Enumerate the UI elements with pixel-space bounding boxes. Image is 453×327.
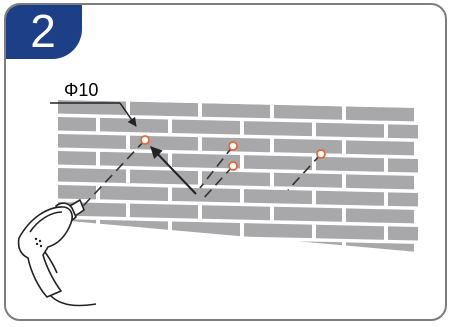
brick (58, 168, 126, 184)
brick (388, 192, 418, 207)
drill-guide-lines (69, 139, 322, 221)
brick (100, 117, 168, 133)
brick (58, 100, 126, 116)
brick (58, 134, 126, 150)
diameter-callout: Φ10 (50, 80, 137, 127)
hole-marker (316, 149, 326, 159)
brick (244, 121, 312, 137)
brick (58, 151, 96, 166)
brick (346, 242, 414, 252)
hole-marker (140, 135, 150, 145)
diameter-label: Φ10 (64, 80, 98, 100)
brick (346, 106, 414, 122)
brick (130, 203, 198, 219)
brick (244, 155, 312, 171)
hole-marker (228, 161, 238, 171)
brick (202, 239, 270, 252)
brick (316, 224, 384, 240)
drill-icon (17, 199, 97, 307)
hole-marker (228, 141, 238, 151)
brick-wall (58, 100, 418, 252)
brick (346, 208, 414, 224)
brick (346, 174, 414, 190)
brick (130, 237, 198, 252)
brick (346, 140, 414, 156)
brick (172, 153, 240, 169)
arrow-icon (150, 146, 197, 195)
brick (274, 138, 342, 154)
step-badge: 2 (6, 5, 82, 59)
brick (58, 185, 96, 200)
brick (130, 135, 198, 151)
brick (100, 219, 168, 235)
brick (316, 190, 384, 206)
drill-holes (140, 135, 326, 171)
brick (130, 101, 198, 117)
brick (388, 158, 418, 173)
brick (58, 236, 126, 252)
brick (274, 240, 342, 252)
brick (244, 189, 312, 205)
brick (100, 185, 168, 201)
brick (130, 169, 198, 185)
brick (172, 221, 240, 237)
brick (316, 156, 384, 172)
brick (202, 103, 270, 119)
brick (202, 205, 270, 221)
brick (172, 119, 240, 135)
brick (274, 172, 342, 188)
brick (274, 206, 342, 222)
brick (274, 104, 342, 120)
brick (244, 223, 312, 239)
brick (316, 122, 384, 138)
brick (388, 226, 418, 241)
brick (388, 124, 418, 139)
brick (58, 117, 96, 132)
